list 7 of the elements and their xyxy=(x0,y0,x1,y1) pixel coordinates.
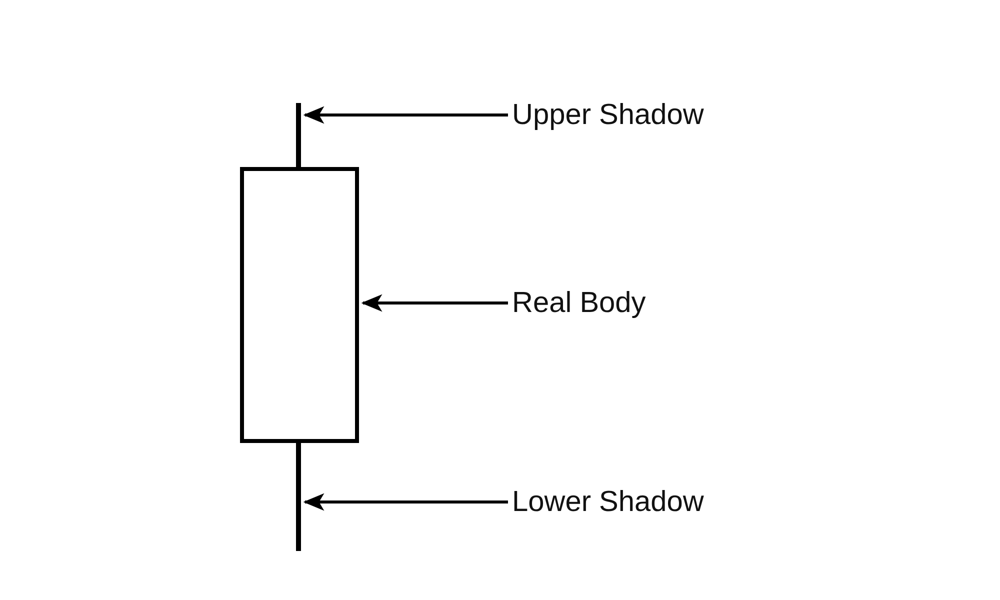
callout-label: Real Body xyxy=(512,288,646,318)
callout-label: Upper Shadow xyxy=(512,100,704,130)
candle-body-box xyxy=(240,167,359,443)
arrow xyxy=(303,493,508,511)
arrow xyxy=(303,106,508,124)
arrow xyxy=(361,294,508,312)
callout-label: Lower Shadow xyxy=(512,488,704,516)
